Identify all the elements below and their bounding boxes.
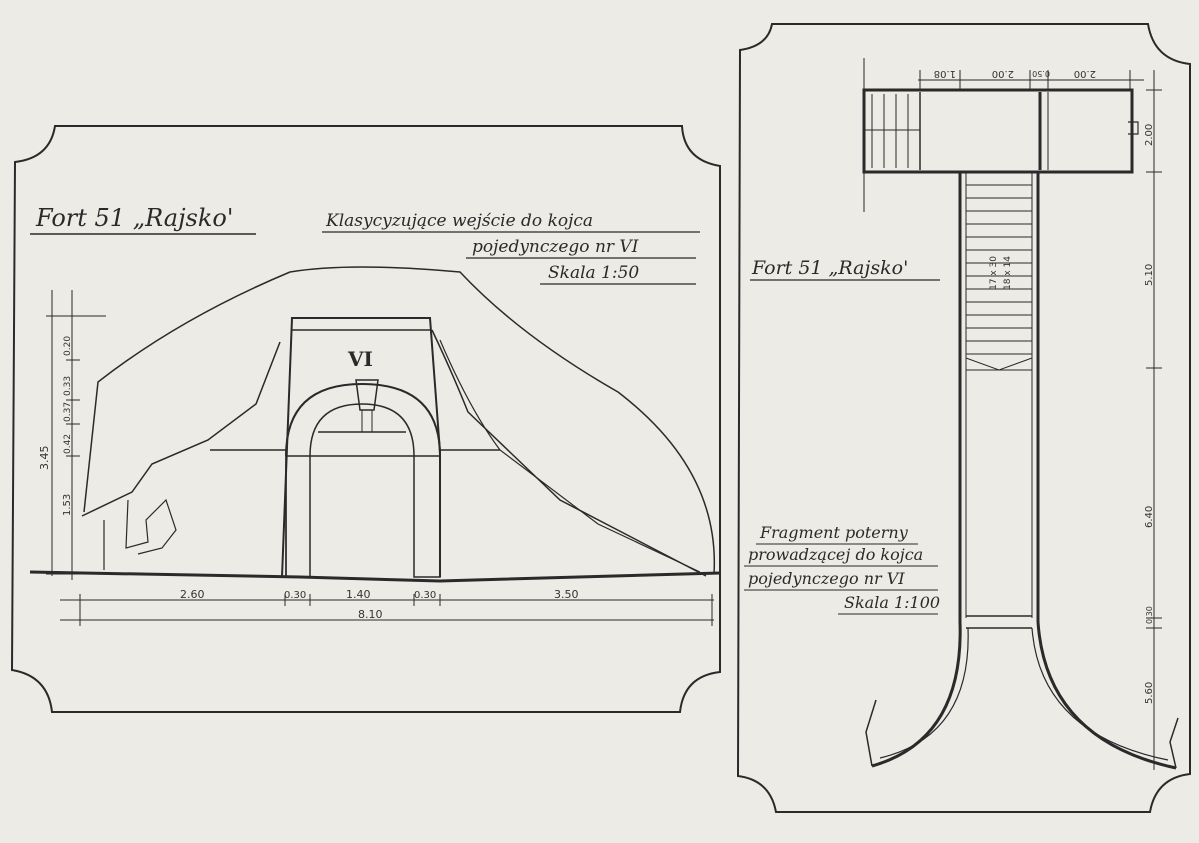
dim-top-3: 2.00 bbox=[1074, 68, 1096, 79]
left-scale: Skala 1:50 bbox=[548, 263, 639, 283]
dim-r-2: 6.40 bbox=[1144, 506, 1155, 528]
dim-top-1: 2.00 bbox=[992, 68, 1014, 79]
top-dimensions: 1.08 2.00 0.50 2.00 bbox=[863, 58, 1144, 212]
left-drawing-title-1: Klasycyzujące wejście do kojca bbox=[325, 211, 593, 231]
roman-numeral-label: VI bbox=[347, 347, 373, 371]
horizontal-dimensions: 2.60 0.30 1.40 0.30 3.50 8.10 bbox=[60, 588, 714, 626]
entrance-flare-plan bbox=[865, 621, 1179, 770]
dim-r-0: 2.00 bbox=[1144, 124, 1155, 146]
right-scale: Skala 1:100 bbox=[844, 593, 940, 612]
dim-h-2: 1.40 bbox=[346, 588, 371, 601]
right-fort-title: Fort 51 „Rajsko' bbox=[751, 257, 908, 279]
dim-h-1: 0.30 bbox=[284, 590, 306, 601]
dim-v-4: 1.53 bbox=[62, 494, 73, 516]
stair-note-2: 18 x 14 bbox=[1003, 256, 1013, 290]
dim-v-2: 0.37 bbox=[63, 402, 73, 422]
stair-note-1: 17 x 30 bbox=[989, 256, 999, 290]
dim-v-3: 0.42 bbox=[63, 434, 73, 454]
dim-v-0: 0.20 bbox=[63, 336, 73, 356]
dim-top-0: 1.08 bbox=[934, 68, 956, 79]
dim-h-3: 0.30 bbox=[414, 590, 436, 601]
upper-chambers-plan bbox=[862, 88, 1139, 174]
right-sheet-frame bbox=[736, 23, 1191, 813]
dim-r-3: 0.30 bbox=[1145, 606, 1154, 624]
ground-line bbox=[29, 570, 721, 583]
dim-total-width: 8.10 bbox=[358, 608, 383, 621]
dim-r-4: 5.60 bbox=[1144, 682, 1155, 704]
vertical-dimensions: 3.45 0.20 0.33 0.37 0.42 1.53 bbox=[38, 290, 106, 580]
slope-line bbox=[431, 329, 707, 577]
earth-mound-outline bbox=[83, 266, 716, 575]
right-caption-1: Fragment poterny bbox=[759, 523, 909, 542]
dim-v-1: 0.33 bbox=[63, 376, 73, 396]
dim-h-4: 3.50 bbox=[554, 588, 579, 601]
right-caption-3: pojedynczego nr VI bbox=[748, 569, 905, 588]
ruined-wall-left bbox=[81, 341, 281, 517]
left-drawing-title-2: pojedynczego nr VI bbox=[472, 237, 639, 257]
dim-h-0: 2.60 bbox=[180, 588, 205, 601]
right-caption-2: prowadzącej do kojca bbox=[748, 545, 923, 564]
portal-elevation: VI bbox=[210, 317, 500, 578]
dim-top-2: 0.50 bbox=[1032, 69, 1050, 78]
left-sheet: Fort 51 „Rajsko' Klasycyzujące wejście d… bbox=[10, 125, 721, 713]
dim-v-total: 3.45 bbox=[38, 446, 51, 471]
right-sheet: 17 x 30 18 x 14 1.08 2.00 0.50 2.00 bbox=[736, 23, 1191, 813]
dim-r-1: 5.10 bbox=[1144, 264, 1155, 286]
left-sheet-frame bbox=[10, 125, 721, 713]
left-fort-title: Fort 51 „Rajsko' bbox=[35, 204, 233, 232]
corridor-plan: 17 x 30 18 x 14 bbox=[958, 172, 1040, 629]
right-dimensions: 2.00 5.10 6.40 0.30 5.60 bbox=[1144, 70, 1162, 770]
